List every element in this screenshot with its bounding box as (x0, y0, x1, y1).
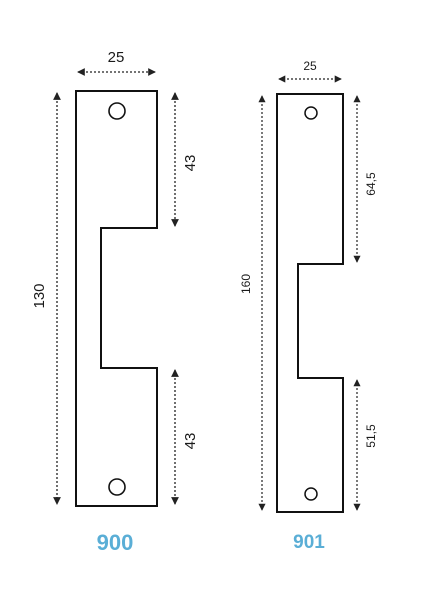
plate-901-outline (276, 93, 344, 513)
plate-900-height-label: 130 (31, 283, 48, 308)
plate-901-upper-segment-label: 64,5 (364, 172, 378, 196)
plate-901-lower-segment-label: 51,5 (364, 424, 378, 448)
plate-901-group: 25 160 64,5 51,5 901 (239, 59, 378, 553)
plate-901-top-hole (304, 106, 318, 120)
plate-900-lower-segment-label: 43 (182, 433, 199, 450)
plate-901-bottom-hole (304, 487, 318, 501)
plate-900-bottom-hole (108, 478, 126, 496)
plate-900-top-hole (108, 102, 126, 120)
plate-900-upper-segment-label: 43 (182, 155, 199, 172)
plate-900-group: 25 130 43 43 900 (31, 49, 199, 555)
plate-901-model-label: 901 (293, 532, 325, 553)
plate-900-width-label: 25 (108, 49, 125, 66)
plate-901-height-label: 160 (239, 274, 253, 294)
plate-901-width-label: 25 (303, 59, 317, 73)
plate-900-outline (75, 90, 158, 507)
plate-900-model-label: 900 (97, 530, 134, 555)
